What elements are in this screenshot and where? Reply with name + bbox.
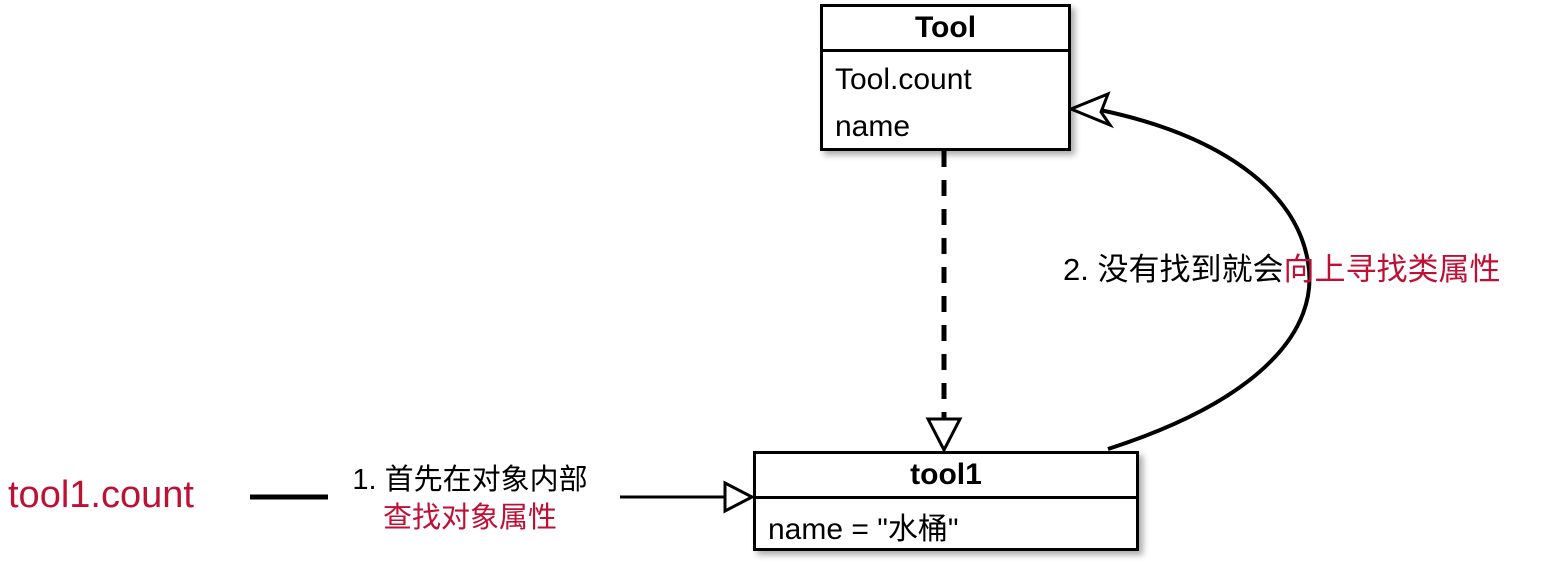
lookup-step2-arrowhead-icon (1067, 91, 1115, 129)
instantiation-arrowhead-icon (925, 417, 963, 454)
tool1-object-attribute-name: name = "水桶" (768, 513, 959, 546)
tool-class-box[interactable]: Tool Tool.count name (820, 4, 1071, 151)
step-2-black-text: 2. 没有找到就会 (1063, 252, 1284, 287)
tool1-object-attributes: name = "水桶" (756, 499, 1136, 551)
step-2-annotation: 2. 没有找到就会向上寻找类属性 (1063, 250, 1500, 290)
expression-label: tool1.count (8, 474, 194, 516)
tool-class-attribute-name: name (835, 110, 911, 143)
tool-class-title: Tool (823, 7, 1068, 52)
lookup-step2-curved-arrow-path (1099, 108, 1312, 451)
lookup-step1-arrowhead-icon (723, 480, 756, 514)
tool-class-attributes: Tool.count name (823, 52, 1068, 148)
tool1-object-title: tool1 (756, 454, 1136, 499)
step-1-red-text: 查找对象属性 (382, 502, 557, 534)
tool1-object-box[interactable]: tool1 name = "水桶" (753, 451, 1139, 551)
step-2-red-text: 向上寻找类属性 (1283, 252, 1501, 287)
step-1-black-text: 1. 首先在对象内部 (352, 464, 588, 496)
step-1-annotation: 1. 首先在对象内部 查找对象属性 (335, 461, 605, 537)
tool-class-attribute-count: Tool.count (835, 63, 972, 96)
